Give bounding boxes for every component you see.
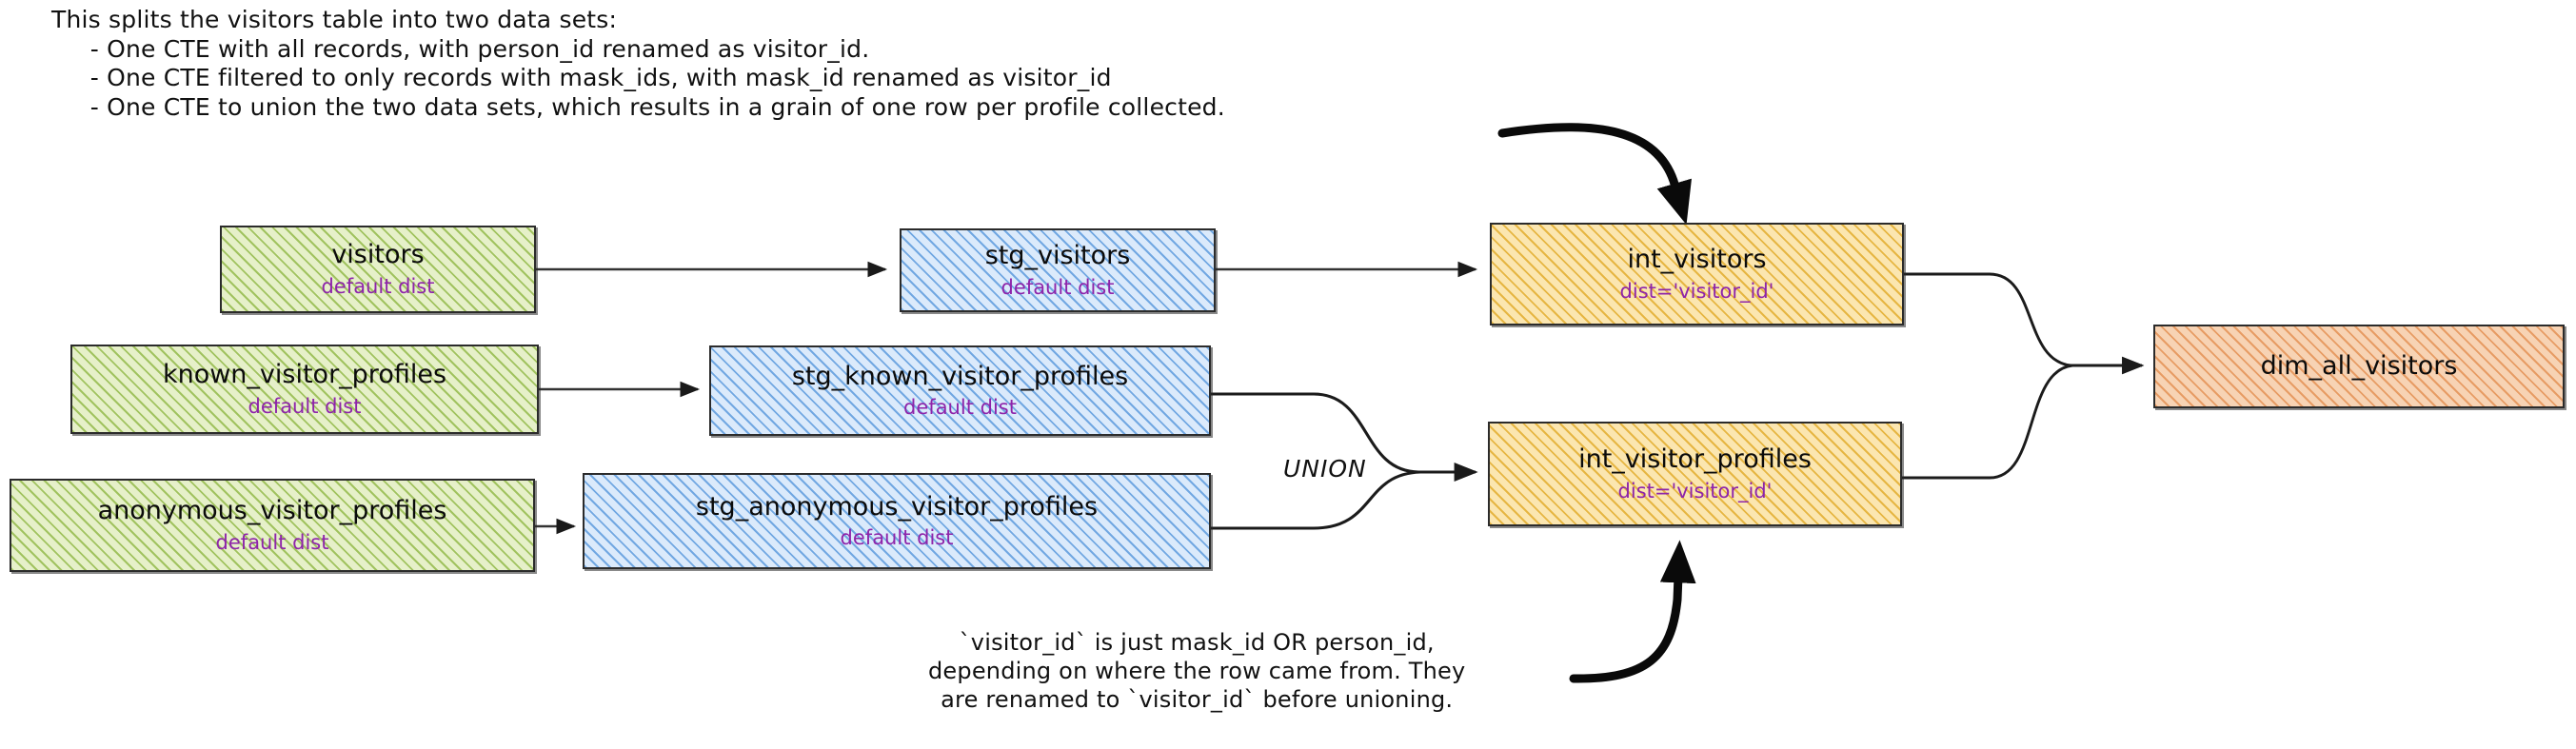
node-dist-style: default dist bbox=[215, 530, 329, 554]
edge-int-visitor-profiles-to-dim-all-visitors bbox=[1902, 356, 2145, 480]
annotation-top: This splits the visitors table into two … bbox=[51, 6, 1225, 121]
node-title: visitors bbox=[331, 240, 425, 270]
node-known-visitor-profiles[interactable]: known_visitor_profiles default dist bbox=[70, 345, 539, 434]
node-anonymous-visitor-profiles[interactable]: anonymous_visitor_profiles default dist bbox=[10, 479, 535, 572]
node-title: stg_known_visitor_profiles bbox=[791, 361, 1129, 391]
node-dist-style: default dist bbox=[1001, 275, 1115, 299]
node-stg-anonymous-visitor-profiles[interactable]: stg_anonymous_visitor_profiles default d… bbox=[583, 473, 1211, 569]
node-title: dim_all_visitors bbox=[2260, 350, 2458, 381]
node-int-visitors[interactable]: int_visitors dist='visitor_id' bbox=[1490, 223, 1904, 325]
edge-int-visitors-to-dim-all-visitors bbox=[1904, 272, 2145, 375]
node-stg-known-visitor-profiles[interactable]: stg_known_visitor_profiles default dist bbox=[709, 345, 1211, 436]
callout-top-annotation-to-int-visitors bbox=[1497, 123, 1692, 226]
node-dist-style: dist='visitor_id' bbox=[1619, 279, 1774, 303]
node-dist-style: default dist bbox=[248, 394, 362, 418]
node-dist-style: default dist bbox=[903, 396, 1017, 420]
callout-bottom-annotation-to-int-visitor-profiles bbox=[1569, 540, 1696, 683]
node-dist-style: default dist bbox=[321, 274, 435, 298]
node-dim-all-visitors[interactable]: dim_all_visitors bbox=[2153, 325, 2565, 408]
node-int-visitor-profiles[interactable]: int_visitor_profiles dist='visitor_id' bbox=[1488, 422, 1902, 526]
annotation-bottom: `visitor_id` is just mask_id OR person_i… bbox=[928, 629, 1466, 713]
node-title: stg_visitors bbox=[984, 241, 1131, 271]
node-stg-visitors[interactable]: stg_visitors default dist bbox=[900, 228, 1216, 312]
node-title: anonymous_visitor_profiles bbox=[97, 496, 447, 526]
node-title: int_visitors bbox=[1627, 245, 1767, 275]
node-dist-style: dist='visitor_id' bbox=[1617, 479, 1773, 503]
edge-label-union: UNION bbox=[1283, 455, 1367, 483]
node-title: int_visitor_profiles bbox=[1578, 444, 1812, 475]
node-visitors[interactable]: visitors default dist bbox=[220, 226, 536, 313]
node-dist-style: default dist bbox=[840, 526, 954, 550]
node-title: stg_anonymous_visitor_profiles bbox=[695, 491, 1099, 522]
node-title: known_visitor_profiles bbox=[162, 360, 447, 390]
